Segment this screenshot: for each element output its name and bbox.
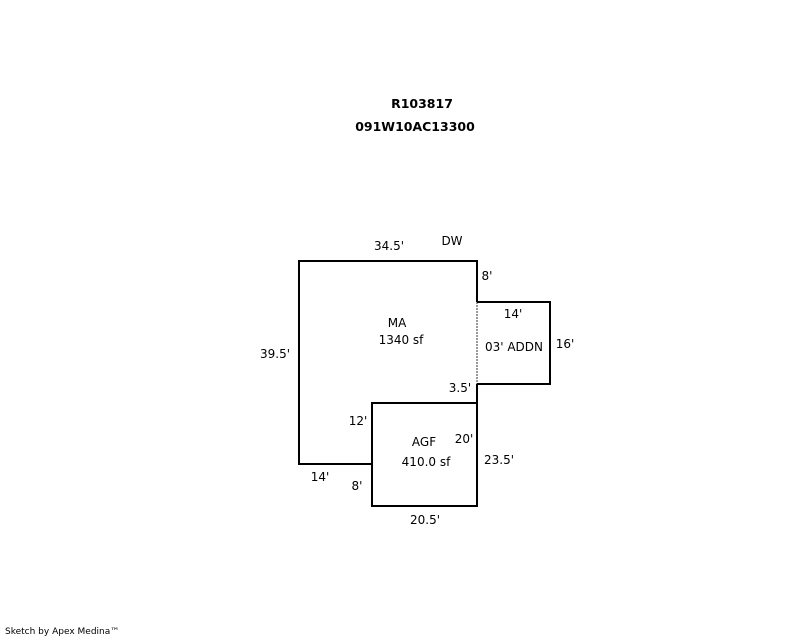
ma-right-top-dimension: 8' bbox=[482, 269, 493, 283]
agf-right-inner-dimension: 20' bbox=[455, 432, 474, 446]
addn-outline bbox=[477, 301, 551, 385]
addn-right-dimension: 16' bbox=[556, 337, 575, 351]
account-number: R103817 bbox=[391, 96, 453, 111]
addn-name: 03' ADDN bbox=[485, 340, 543, 354]
addn-top-dimension: 14' bbox=[504, 307, 523, 321]
ma-right-lower-dimension: 3.5' bbox=[449, 381, 471, 395]
ma-top-dimension: 34.5' bbox=[374, 239, 404, 253]
map-tax-lot: 091W10AC13300 bbox=[355, 119, 475, 134]
agf-name: AGF bbox=[412, 435, 436, 449]
agf-outline bbox=[371, 402, 478, 507]
agf-bottom-dimension: 20.5' bbox=[410, 513, 440, 527]
ma-outline bbox=[298, 260, 478, 465]
ma-bottom-dimension: 14' bbox=[311, 470, 330, 484]
agf-right-outer-dimension: 23.5' bbox=[484, 453, 514, 467]
ma-area: 1340 sf bbox=[379, 333, 425, 347]
agf-left-dimension: 8' bbox=[352, 479, 363, 493]
ma-left-dimension: 39.5' bbox=[260, 347, 290, 361]
ma-inner-vertical-dimension: 12' bbox=[349, 414, 368, 428]
sketch-credit: Sketch by Apex Medina™ bbox=[5, 627, 120, 637]
agf-area: 410.0 sf bbox=[402, 455, 451, 469]
dw-label: DW bbox=[441, 234, 462, 248]
ma-name: MA bbox=[388, 316, 407, 330]
